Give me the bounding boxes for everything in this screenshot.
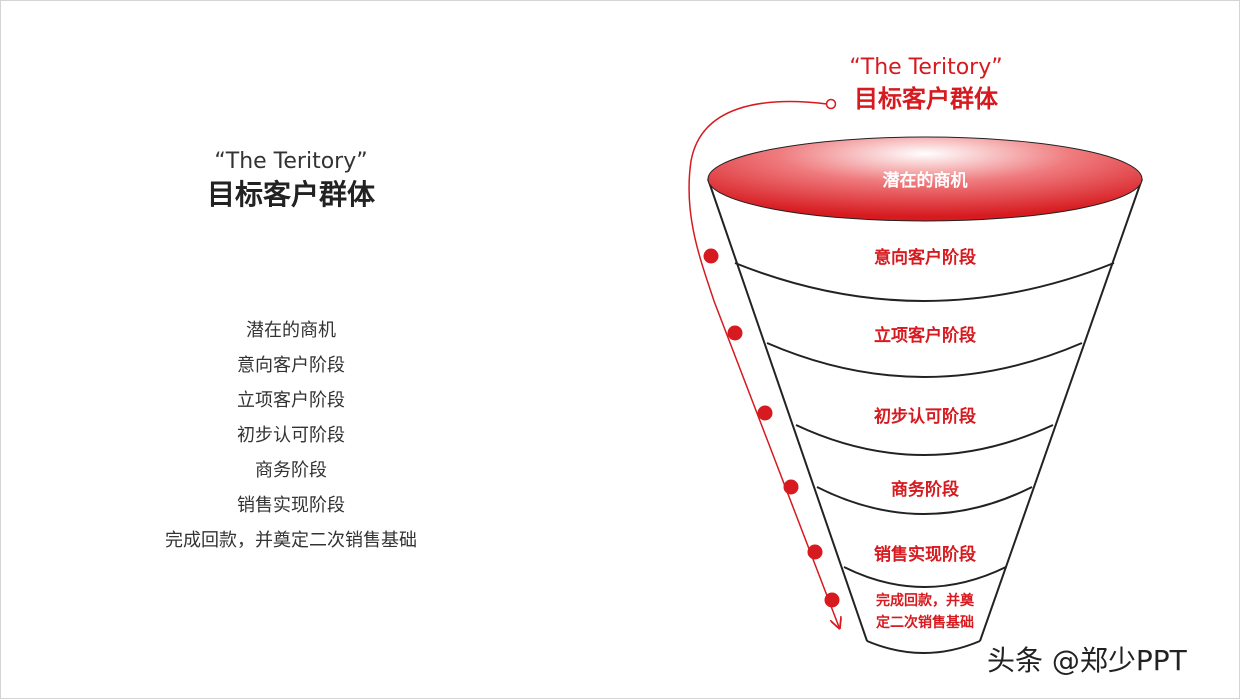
funnel-layer-label: 销售实现阶段	[874, 545, 976, 565]
left-title-block: “The Teritory” 目标客户群体	[151, 147, 431, 213]
layer-divider	[766, 342, 1083, 378]
funnel-layer-label: 立项客户阶段	[874, 326, 976, 346]
funnel-side-right	[979, 178, 1143, 642]
funnel-side-left	[707, 178, 868, 642]
funnel-bottom-line: 完成回款，并奠	[876, 593, 974, 609]
funnel-top-ellipse	[707, 136, 1143, 222]
stage-dot	[757, 405, 773, 421]
funnel-bottom-label: 完成回款，并奠 定二次销售基础	[855, 590, 995, 634]
stage-dot	[807, 544, 823, 560]
stage-dot	[783, 479, 799, 495]
stage-list-item: 商务阶段	[255, 460, 327, 481]
flow-arrow	[688, 100, 839, 627]
funnel-layer-label: 意向客户阶段	[874, 248, 976, 268]
stage-list: 潜在的商机 意向客户阶段 立项客户阶段 初步认可阶段 商务阶段 销售实现阶段 完…	[111, 313, 471, 558]
flow-start-circle	[825, 98, 837, 110]
layer-divider	[816, 486, 1033, 515]
funnel-title-block: “The Teritory” 目标客户群体	[821, 53, 1031, 115]
funnel-top-label: 潜在的商机	[882, 171, 968, 191]
left-subtitle: “The Teritory”	[214, 149, 368, 174]
stage-list-item: 销售实现阶段	[237, 495, 345, 516]
layer-divider	[734, 262, 1115, 302]
stage-dot	[703, 248, 719, 264]
layer-divider	[795, 424, 1054, 456]
watermark: 头条 @郑少PPT	[987, 644, 1187, 677]
layer-divider	[843, 566, 1007, 588]
stage-dot	[824, 592, 840, 608]
funnel-title: 目标客户群体	[854, 85, 998, 113]
funnel-layer-label: 商务阶段	[891, 480, 959, 500]
stage-dot	[727, 325, 743, 341]
stage-list-item: 完成回款，并奠定二次销售基础	[165, 530, 417, 551]
funnel-subtitle: “The Teritory”	[849, 55, 1003, 80]
funnel-layer-label: 初步认可阶段	[874, 407, 976, 427]
stage-list-item: 意向客户阶段	[237, 355, 345, 376]
stage-list-item: 立项客户阶段	[237, 390, 345, 411]
stage-list-item: 潜在的商机	[246, 320, 336, 341]
left-title: 目标客户群体	[206, 178, 375, 211]
stage-list-item: 初步认可阶段	[237, 425, 345, 446]
funnel-bottom	[866, 640, 981, 654]
funnel-bottom-line: 定二次销售基础	[876, 615, 974, 631]
